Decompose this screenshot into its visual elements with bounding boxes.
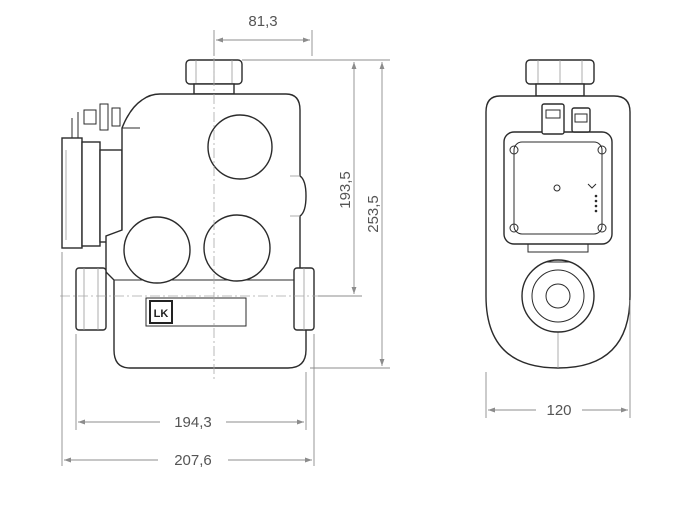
name-plate bbox=[145, 297, 247, 327]
dimension-body-width: 194,3 bbox=[75, 334, 307, 431]
front-view: LK bbox=[60, 40, 360, 380]
dimension-label-total-height: 253,5 bbox=[365, 195, 382, 233]
dimension-label-inner-height: 193,5 bbox=[337, 171, 354, 209]
lower-right-port bbox=[203, 214, 271, 282]
dimension-label-top-width: 81,3 bbox=[248, 13, 277, 30]
upper-port bbox=[207, 114, 273, 180]
dimension-side-width: 120 bbox=[485, 300, 631, 419]
pump-head bbox=[503, 131, 613, 253]
dimension-label-total-width: 207,6 bbox=[174, 452, 212, 469]
left-flange bbox=[61, 103, 123, 249]
lk-logo-text: LK bbox=[154, 308, 169, 320]
dimension-top-width: 81,3 bbox=[213, 13, 313, 56]
dimension-label-body-width: 194,3 bbox=[174, 414, 212, 431]
dimension-label-side-width: 120 bbox=[546, 402, 571, 419]
dimension-inner-height: 193,5 bbox=[242, 59, 362, 297]
side-view bbox=[485, 59, 631, 369]
lower-left-port bbox=[123, 216, 191, 284]
right-pipe-stub bbox=[293, 267, 315, 331]
side-port bbox=[521, 259, 595, 333]
left-pipe-stub bbox=[75, 267, 107, 331]
dimension-total-width: 207,6 bbox=[61, 252, 315, 469]
lk-logo bbox=[149, 300, 173, 324]
dimension-total-height: 253,5 bbox=[310, 59, 390, 369]
connector-plugs bbox=[541, 103, 591, 135]
